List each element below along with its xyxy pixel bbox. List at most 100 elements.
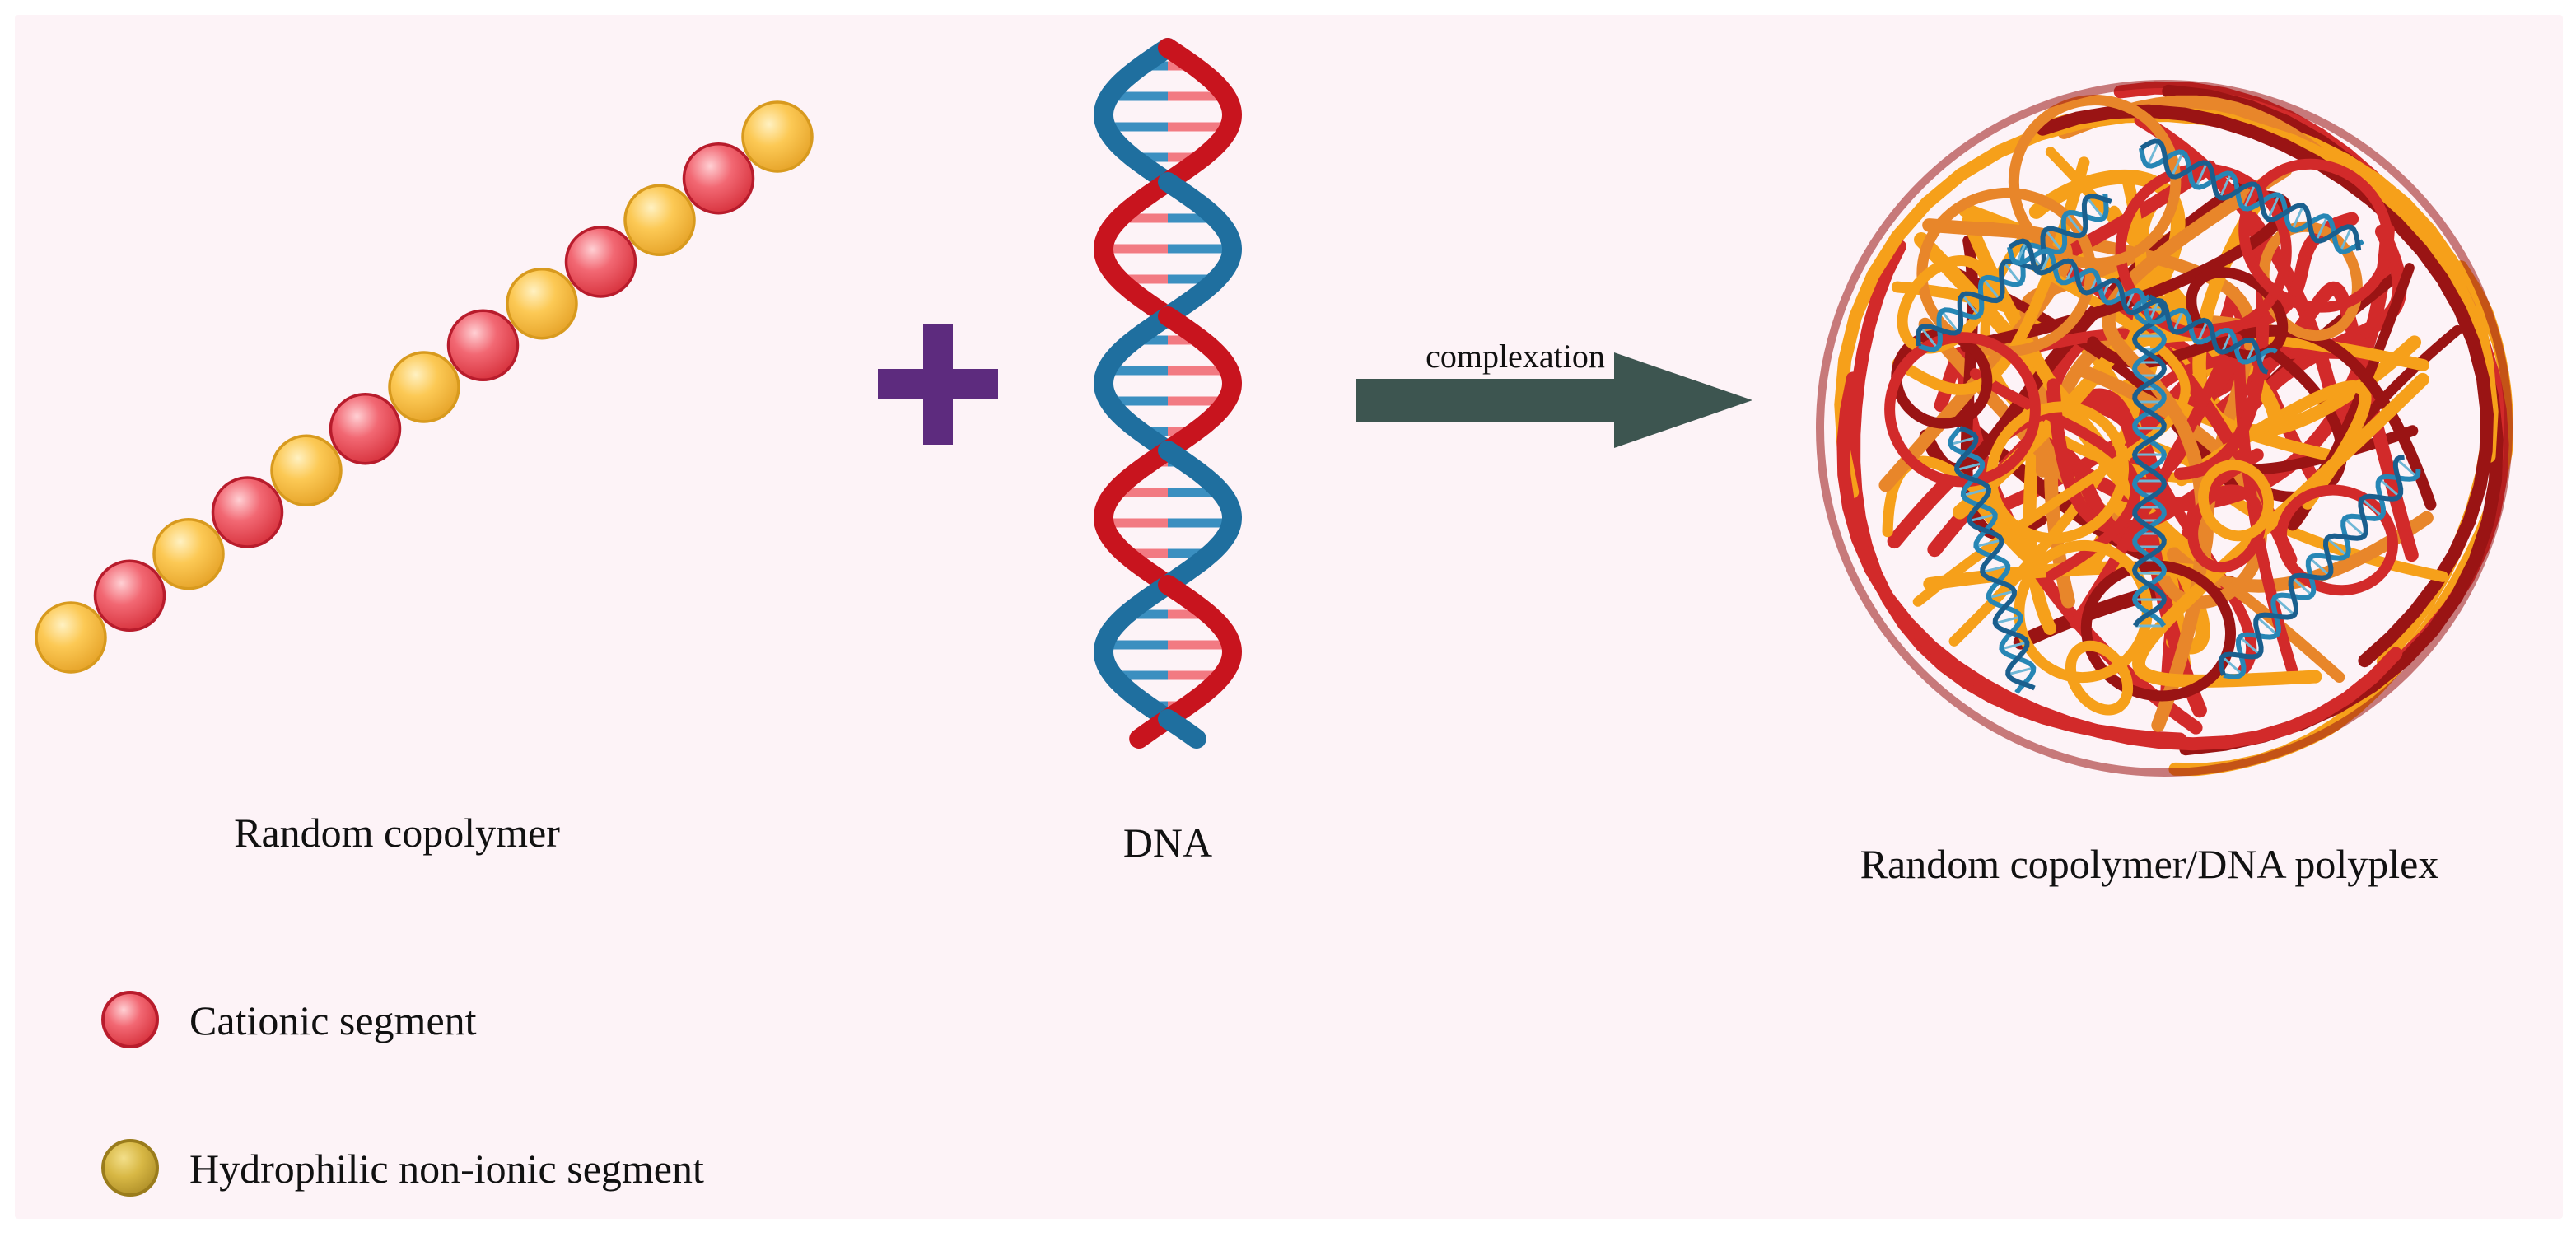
copolymer-label: Random copolymer xyxy=(234,810,560,856)
dna-strand-red xyxy=(1158,575,1243,728)
dna-base-pair xyxy=(2315,216,2329,241)
dna-strand-blue xyxy=(1158,172,1243,325)
polymer-strand xyxy=(2287,263,2463,531)
dna-strand-red xyxy=(1158,306,1243,460)
dna-base-pair xyxy=(2196,320,2209,343)
polymer-loop xyxy=(1986,401,2130,544)
polymer-loop xyxy=(2187,484,2266,573)
dna-base-pair xyxy=(2040,252,2051,274)
dna-base-pair xyxy=(2221,656,2243,675)
polymer-loop xyxy=(2238,158,2394,313)
dna-base-pair xyxy=(1976,539,2002,548)
dna-strand xyxy=(2131,294,2168,628)
dna-base-pair xyxy=(2378,478,2401,498)
dna-strand xyxy=(1916,194,2112,347)
dna-base-pair xyxy=(2172,310,2185,333)
legend-item-nonionic: Hydrophilic non-ionic segment xyxy=(101,1139,704,1197)
polymer-loop xyxy=(1897,255,1992,354)
legend-cationic-swatch xyxy=(101,991,159,1048)
polymer-strand xyxy=(2056,160,2298,567)
polymer-loop xyxy=(2008,95,2182,269)
dna-strand xyxy=(1918,193,2109,352)
dna-base-pair xyxy=(1940,310,1959,333)
dna-base-pair xyxy=(2001,641,2028,651)
dna-base-pair xyxy=(2146,141,2160,166)
dna-strand xyxy=(2007,246,2278,365)
dna-base-pair xyxy=(2344,517,2365,537)
dna-base-pair xyxy=(2044,229,2063,252)
cationic-bead xyxy=(329,392,402,465)
dna-strand xyxy=(2218,454,2405,676)
polymer-loop xyxy=(2080,560,2237,702)
dna-base-pair xyxy=(1956,462,1983,471)
dna-strand-blue xyxy=(1158,441,1243,594)
polyplex-ball xyxy=(1815,79,2513,777)
dna-base-pair xyxy=(2086,196,2105,219)
arrow-label: complexation xyxy=(1426,338,1605,375)
polymer-loop xyxy=(1884,332,2041,488)
legend-item-cationic: Cationic segment xyxy=(101,991,477,1048)
dna-strand xyxy=(1954,426,2036,691)
dna-base-pair xyxy=(2238,636,2261,656)
dna-base-pair xyxy=(2242,184,2256,209)
dna-strand-red xyxy=(1093,441,1178,594)
dna-base-pair xyxy=(2326,537,2348,557)
dna-base-pair xyxy=(2266,194,2280,220)
dna-base-pair xyxy=(2219,173,2233,198)
cationic-bead xyxy=(446,309,520,382)
nonionic-bead xyxy=(152,517,225,590)
dna-base-pair xyxy=(2291,576,2313,596)
dna-base-pair xyxy=(1961,294,1981,317)
dna-base-pair xyxy=(1950,436,1976,446)
dna-base-pair xyxy=(2007,666,2034,676)
dna-base-pair xyxy=(2308,557,2331,576)
legend-nonionic-label: Hydrophilic non-ionic segment xyxy=(189,1146,704,1192)
dna-strand xyxy=(2008,238,2269,375)
cationic-bead xyxy=(682,142,755,215)
nonionic-bead xyxy=(388,351,460,423)
polymer-strand xyxy=(2036,104,2494,668)
dna-strand xyxy=(2139,147,2364,254)
dna-strand xyxy=(1948,426,2037,694)
legend-nonionic-swatch xyxy=(101,1139,159,1197)
dna-strand-blue xyxy=(1093,575,1178,728)
dna-strand-red xyxy=(1158,38,1243,191)
dna-base-pair xyxy=(1920,326,1939,349)
cationic-bead xyxy=(564,226,637,298)
dna-base-pair xyxy=(2396,458,2418,478)
dna-base-pair xyxy=(1981,564,2009,574)
legend-cationic-label: Cationic segment xyxy=(189,997,477,1043)
dna-base-pair xyxy=(2339,226,2353,252)
dna-strand-blue xyxy=(1093,38,1178,191)
polyplex-label: Random copolymer/DNA polyplex xyxy=(1860,841,2439,887)
dna-strand-red xyxy=(1093,172,1178,325)
polymer-strand xyxy=(2173,211,2270,481)
dna-base-pair xyxy=(1988,590,2015,600)
dna-base-pair xyxy=(1962,488,1990,497)
polymer-loop xyxy=(2275,484,2398,596)
dna-base-pair xyxy=(2221,331,2233,353)
polymer-strand xyxy=(2023,409,2057,635)
legend: Cationic segment Hydrophilic non-ionic s… xyxy=(101,991,704,1197)
nonionic-bead xyxy=(35,601,107,674)
dna-base-pair xyxy=(2274,596,2296,616)
cationic-bead xyxy=(93,559,166,633)
dna-base-pair xyxy=(1969,513,1996,522)
dna-double-helix xyxy=(1093,38,1243,749)
polymer-strand xyxy=(1836,371,2403,751)
nonionic-bead xyxy=(623,184,696,257)
nonionic-bead xyxy=(506,267,578,340)
nonionic-bead xyxy=(741,100,814,173)
dna-strand-blue xyxy=(1158,709,1206,749)
dna-base-pair xyxy=(2256,616,2278,636)
dna-base-pair xyxy=(2171,152,2184,177)
random-copolymer-chain xyxy=(35,100,814,674)
dna-strand xyxy=(2140,138,2362,251)
dna-base-pair xyxy=(2361,497,2383,518)
cationic-bead xyxy=(211,476,284,548)
dna-base-pair xyxy=(2195,162,2208,188)
plus-sign xyxy=(878,324,998,445)
dna-base-pair xyxy=(2149,300,2160,321)
dna-base-pair xyxy=(1995,615,2022,625)
